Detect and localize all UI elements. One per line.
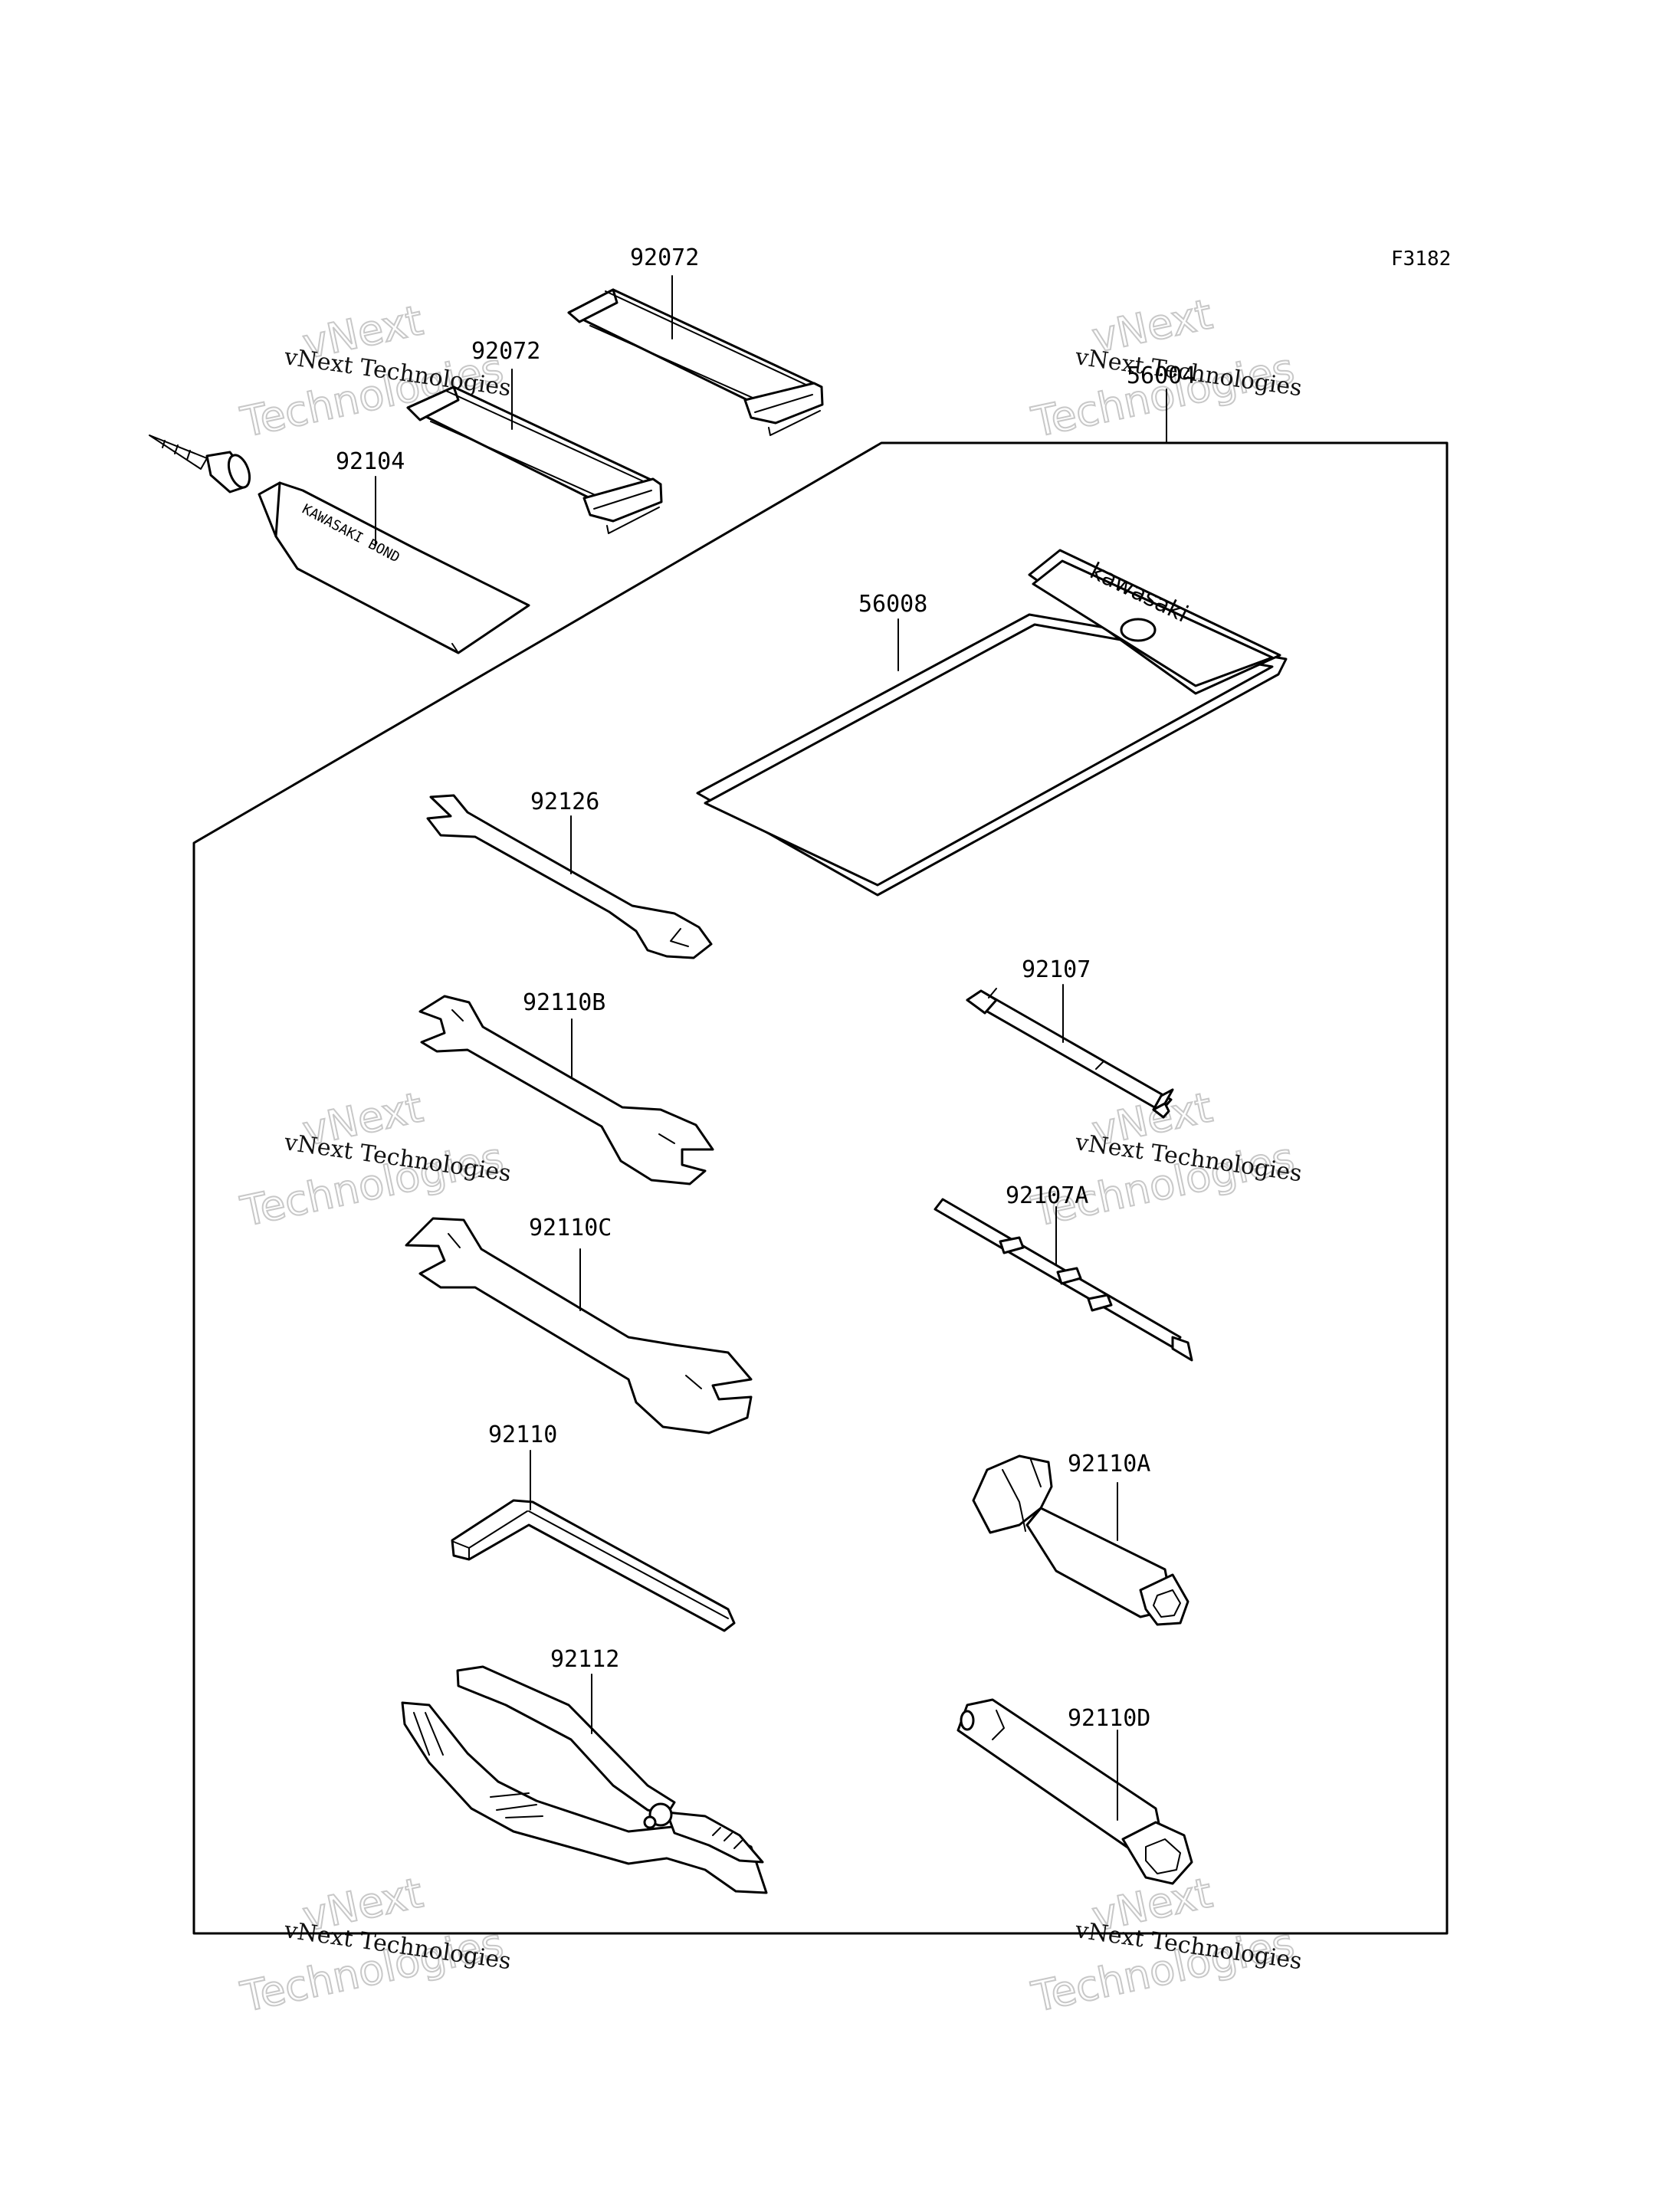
plug-wrench xyxy=(956,1698,1193,1885)
part-label-wrench-b: 92110B xyxy=(523,989,605,1016)
wrench-small xyxy=(426,794,713,959)
hex-key xyxy=(451,1450,736,1632)
part-label-box-wrench: 92110A xyxy=(1068,1451,1150,1477)
watermark-bottom-left: vNext Technologies vNext Technologies xyxy=(236,1867,513,2022)
part-label-wrench-small: 92126 xyxy=(530,789,599,815)
part-label-strap-top: 92072 xyxy=(630,244,699,271)
watermark-mid-left: vNext Technologies vNext Technologies xyxy=(236,1082,513,1237)
part-label-pliers: 92112 xyxy=(550,1646,619,1673)
tool-bag: kawasaki xyxy=(696,549,1288,897)
part-label-hex-key: 92110 xyxy=(488,1421,557,1448)
strap-top xyxy=(567,275,824,436)
box-wrench xyxy=(972,1454,1189,1626)
part-label-plug-wrench: 92110D xyxy=(1068,1705,1150,1732)
wrench-b xyxy=(418,995,714,1185)
part-label-bond-tube: 92104 xyxy=(336,448,405,475)
tool-kit-outline xyxy=(192,441,1449,1935)
part-label-tool-bag: 56008 xyxy=(858,591,927,618)
watermark-bottom-right: vNext Technologies vNext Technologies xyxy=(1027,1867,1304,2022)
screwdriver-handle xyxy=(966,984,1174,1119)
wrench-c xyxy=(405,1217,753,1435)
strap-middle xyxy=(406,369,663,534)
part-label-screwdriver-bit: 92107A xyxy=(1006,1182,1088,1209)
figure-code: F3182 xyxy=(1391,248,1451,271)
part-label-tool-kit: 56004 xyxy=(1127,362,1196,389)
part-label-strap-middle: 92072 xyxy=(471,338,540,365)
part-label-wrench-c: 92110C xyxy=(529,1215,612,1241)
screwdriver-bit xyxy=(934,1198,1193,1362)
part-label-screwdriver-handle: 92107 xyxy=(1022,956,1091,983)
pliers xyxy=(401,1665,768,1894)
